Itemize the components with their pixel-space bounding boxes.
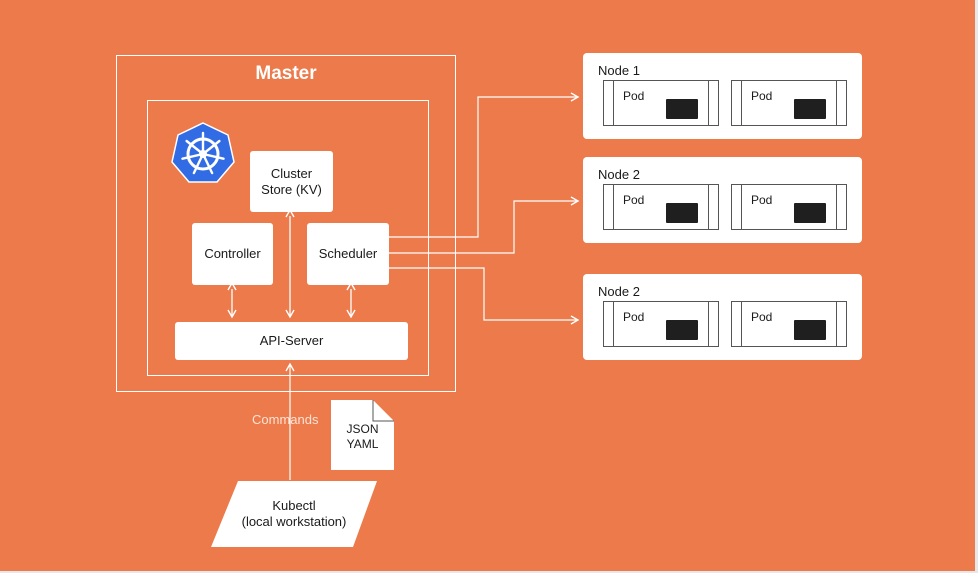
node-2: Node 2 Pod Pod xyxy=(583,157,862,243)
pod-label: Pod xyxy=(623,193,645,207)
pod: Pod xyxy=(603,301,719,347)
pod: Pod xyxy=(603,80,719,126)
container-block xyxy=(666,203,698,223)
kubectl-text: Kubectl (local workstation) xyxy=(211,498,377,530)
controller-box: Controller xyxy=(192,223,273,285)
manifest-text: JSON YAML xyxy=(331,422,394,452)
scheduler-to-node1-arrow xyxy=(388,92,580,238)
pod: Pod xyxy=(731,184,847,230)
cluster-store-label: Cluster Store (KV) xyxy=(261,165,322,197)
pod-label: Pod xyxy=(623,310,645,324)
api-server-box: API-Server xyxy=(175,322,408,360)
node-1: Node 1 Pod Pod xyxy=(583,53,862,139)
pod-label: Pod xyxy=(751,89,773,103)
kubectl-label: Kubectl xyxy=(272,498,316,513)
master-outer-frame xyxy=(116,55,456,392)
pod: Pod xyxy=(731,301,847,347)
scheduler-label: Scheduler xyxy=(318,246,378,261)
manifest-json: JSON xyxy=(346,422,379,436)
scheduler-to-node2-arrow xyxy=(388,196,580,254)
pod: Pod xyxy=(603,184,719,230)
node-label: Node 1 xyxy=(598,63,640,78)
manifest-document xyxy=(331,400,394,470)
master-title: Master xyxy=(255,63,317,84)
pod: Pod xyxy=(731,80,847,126)
kubectl-shape xyxy=(211,481,377,547)
pod-label: Pod xyxy=(751,310,773,324)
scheduler-box: Scheduler xyxy=(307,223,389,285)
pod-label: Pod xyxy=(751,193,773,207)
cluster-store-box: Cluster Store (KV) xyxy=(250,151,333,212)
api-server-label: API-Server xyxy=(259,333,324,348)
manifest-yaml: YAML xyxy=(346,437,379,451)
node-label: Node 2 xyxy=(598,167,640,182)
node-label: Node 2 xyxy=(598,284,640,299)
kubernetes-helm-icon xyxy=(171,122,235,183)
commands-label: Commands xyxy=(252,412,319,427)
kubectl-sublabel: (local workstation) xyxy=(241,514,347,529)
container-block xyxy=(794,99,826,119)
container-block xyxy=(794,203,826,223)
container-block xyxy=(666,99,698,119)
container-block xyxy=(666,320,698,340)
controller-label: Controller xyxy=(204,246,261,261)
master-inner-frame xyxy=(147,100,429,376)
node-3: Node 2 Pod Pod xyxy=(583,274,862,360)
pod-label: Pod xyxy=(623,89,645,103)
scheduler-to-node3-arrow xyxy=(388,267,580,325)
container-block xyxy=(794,320,826,340)
